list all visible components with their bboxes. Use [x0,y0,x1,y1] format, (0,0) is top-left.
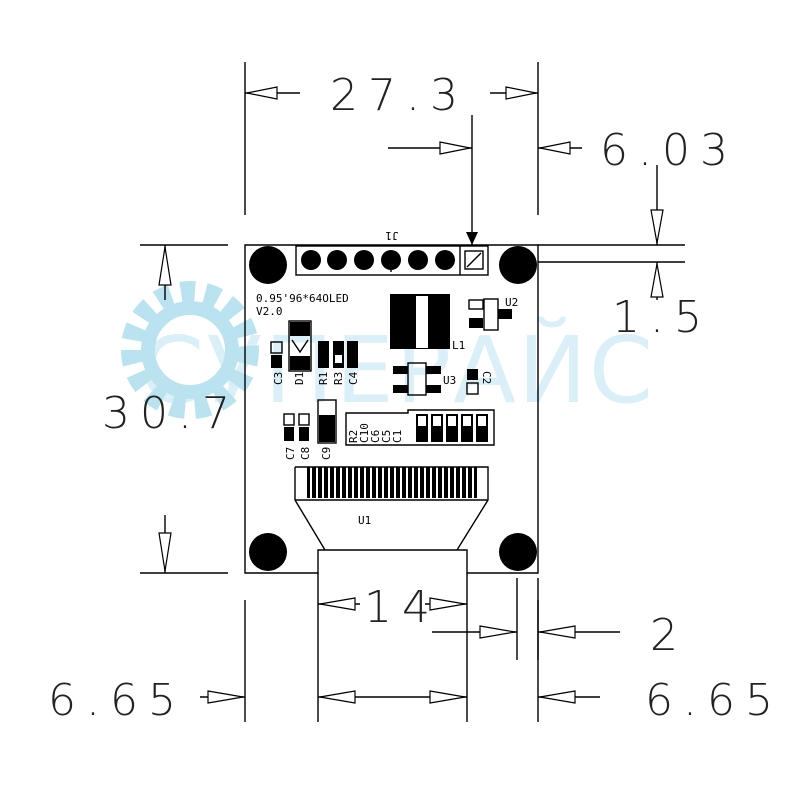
label-c6: C6 [369,430,382,443]
dim-header-margin: 1.5 [612,292,712,343]
label-r1: R1 [317,372,330,385]
board-outline [244,244,539,574]
dimension-arrows [158,86,664,704]
passives-block [345,409,495,446]
label-c5: C5 [380,430,393,443]
label-c7: C7 [284,447,297,460]
label-c10: C10 [358,423,371,443]
passives-row1 [270,320,358,372]
dim-left-margin: 6.65 [48,675,186,726]
u1-label: U1 [358,514,371,527]
dim-edge-gap: 2 [650,610,688,661]
dim-right-margin: 6.65 [645,675,783,726]
u3-regulator [393,362,441,396]
label-l1: L1 [452,339,465,352]
u2-regulator [468,298,512,331]
dim-width-total: 27.3 [330,70,468,121]
model-label: 0.95'96*64OLED [256,292,349,305]
label-u3: U3 [443,374,456,387]
label-c3: C3 [272,372,285,385]
label-c2: C2 [480,371,493,384]
label-c1: C1 [391,430,404,443]
label-r2: R2 [347,430,360,443]
label-c9: C9 [320,447,333,460]
dim-height-total: 30.7 [102,388,240,439]
mounting-holes [249,246,537,571]
j1-label: J1 [385,229,398,242]
j1-header [295,245,489,276]
dim-pin-offset: 6.03 [600,125,738,176]
label-r3: R3 [332,372,345,385]
u1-fpc-connector [294,466,489,551]
label-u2: U2 [505,296,518,309]
label-c8: C8 [299,447,312,460]
passives-row2 [283,399,337,444]
label-c4: C4 [347,371,360,385]
version-label: V2.0 [256,305,283,318]
dim-flex-width: 14 [364,582,440,633]
label-d1: D1 [293,372,306,385]
